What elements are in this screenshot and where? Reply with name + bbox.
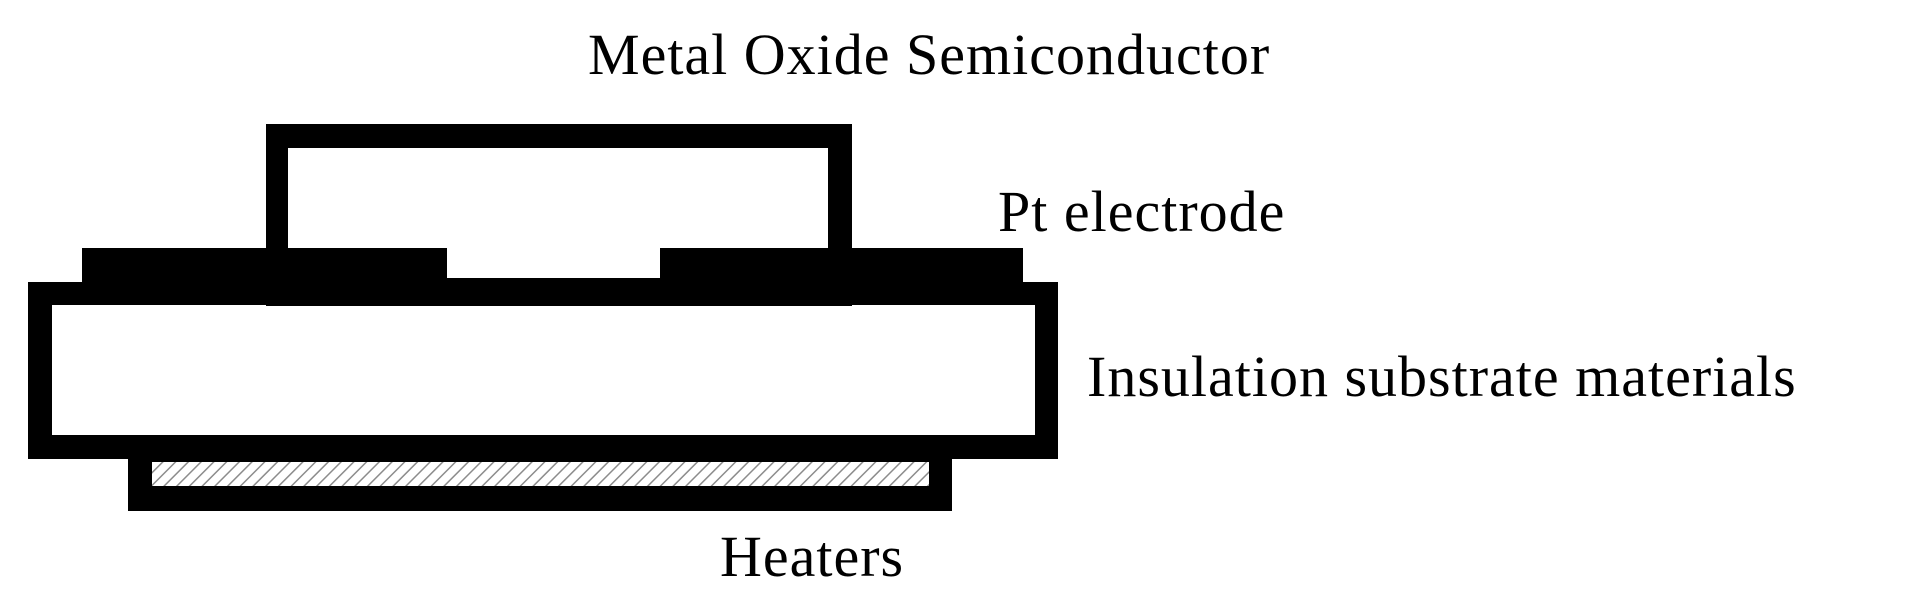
heater-element — [152, 462, 929, 486]
heaters-label: Heaters — [720, 524, 905, 589]
insulation-substrate-interior — [52, 305, 1035, 435]
insulation-substrate-label: Insulation substrate materials — [1087, 344, 1797, 409]
pt-electrode-right — [660, 248, 1023, 284]
metal-oxide-semiconductor-label: Metal Oxide Semiconductor — [588, 22, 1271, 87]
pt-electrode-label: Pt electrode — [998, 179, 1286, 244]
pt-electrode-left — [82, 248, 447, 284]
